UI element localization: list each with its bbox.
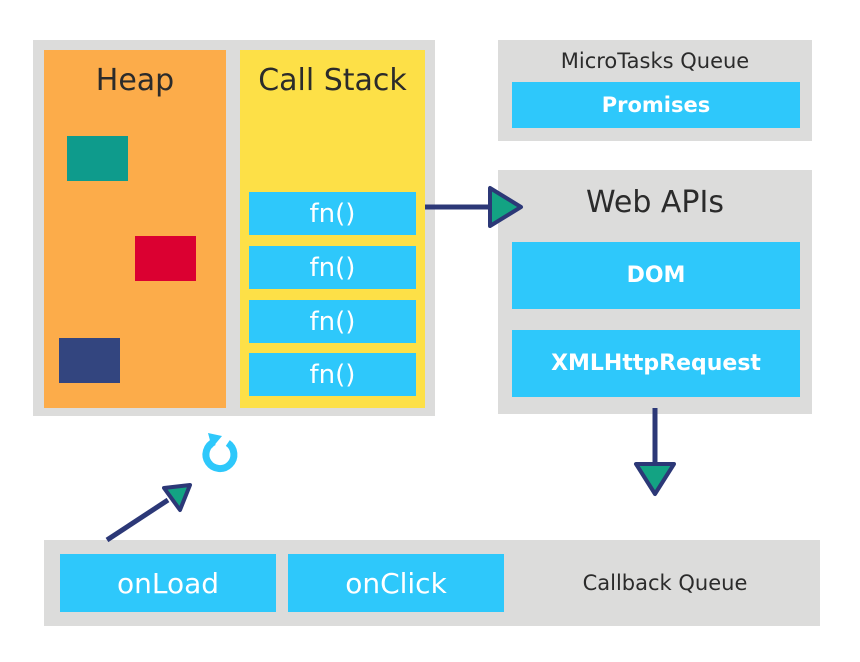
call-stack-frame: fn() (249, 300, 416, 343)
call-stack-frame: fn() (249, 192, 416, 235)
microtask-promises: Promises (512, 82, 800, 128)
heap-object-navy (59, 338, 120, 383)
web-apis-title: Web APIs (585, 184, 725, 220)
heap-object-teal (67, 136, 128, 181)
arrow-head-right (488, 186, 523, 228)
web-api-xmlhttprequest: XMLHttpRequest (512, 330, 800, 397)
callback-onload: onLoad (60, 554, 276, 612)
microtasks-title: MicroTasks Queue (560, 49, 750, 73)
heap-title: Heap (95, 62, 175, 98)
callback-onclick: onClick (288, 554, 504, 612)
refresh-icon (202, 433, 238, 473)
call-stack-frame: fn() (249, 246, 416, 289)
arrow-callbacks-to-loop (105, 497, 170, 543)
callback-queue-title: Callback Queue (582, 571, 748, 595)
web-api-dom: DOM (512, 242, 800, 309)
arrow-head-down (634, 462, 676, 496)
call-stack-frame: fn() (249, 353, 416, 396)
arrow-head-diagonal (162, 483, 192, 512)
heap-object-red (135, 236, 196, 281)
call-stack-title: Call Stack (258, 62, 407, 98)
